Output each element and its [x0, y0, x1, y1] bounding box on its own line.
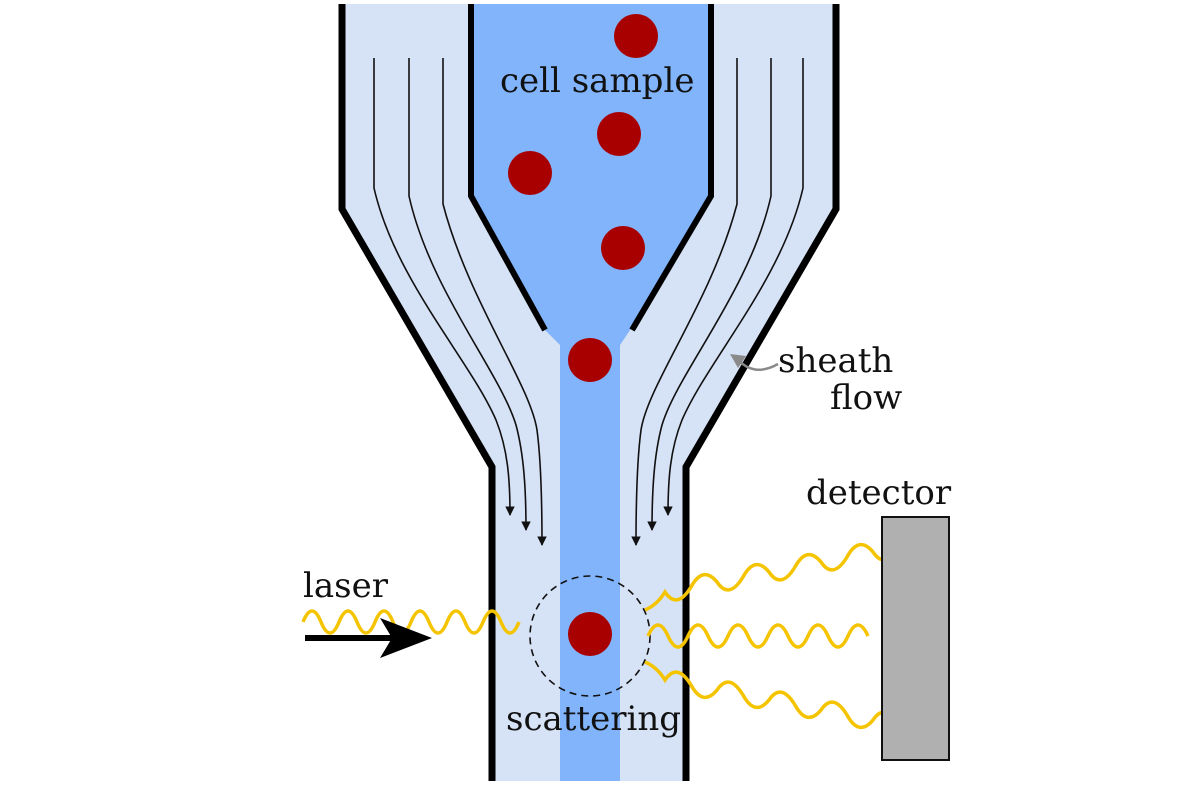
laser-label: laser: [303, 566, 388, 606]
cell: [508, 151, 552, 195]
streamline: [373, 58, 515, 516]
streamline: [647, 58, 772, 531]
outer-wall-right: [682, 4, 840, 781]
nozzle-wall-right: [629, 4, 714, 332]
cell: [597, 112, 641, 156]
scattering-zone: [529, 575, 651, 697]
laser-wave: [301, 609, 521, 635]
sample-reservoir: [471, 4, 711, 781]
scattered-wave-upper: [644, 542, 901, 612]
streamline: [631, 58, 738, 546]
cell: [601, 226, 645, 270]
sheath-pointer-head: [730, 354, 746, 368]
streamline: [408, 58, 531, 531]
streamline: [663, 58, 804, 516]
sheath-flow-label-line1: sheath: [778, 341, 894, 381]
streamline: [442, 58, 547, 546]
cell: [568, 612, 612, 656]
scattering-label: scattering: [506, 699, 681, 739]
scattered-wave-middle: [646, 623, 870, 649]
cell-sample-label: cell sample: [500, 61, 695, 101]
laser-arrow: [305, 618, 432, 658]
detector-label: detector: [806, 473, 952, 513]
sheath-flow-label-line2: flow: [830, 378, 903, 418]
nozzle-wall-left: [468, 4, 548, 332]
sheath-streamlines-right: [631, 58, 804, 546]
cells: [508, 14, 658, 656]
outer-wall-left: [338, 4, 496, 781]
detector-block: [881, 516, 950, 761]
cell: [614, 14, 658, 58]
sheath-streamlines-left: [373, 58, 547, 546]
cell: [568, 338, 612, 382]
scattered-wave-lower: [644, 660, 901, 730]
